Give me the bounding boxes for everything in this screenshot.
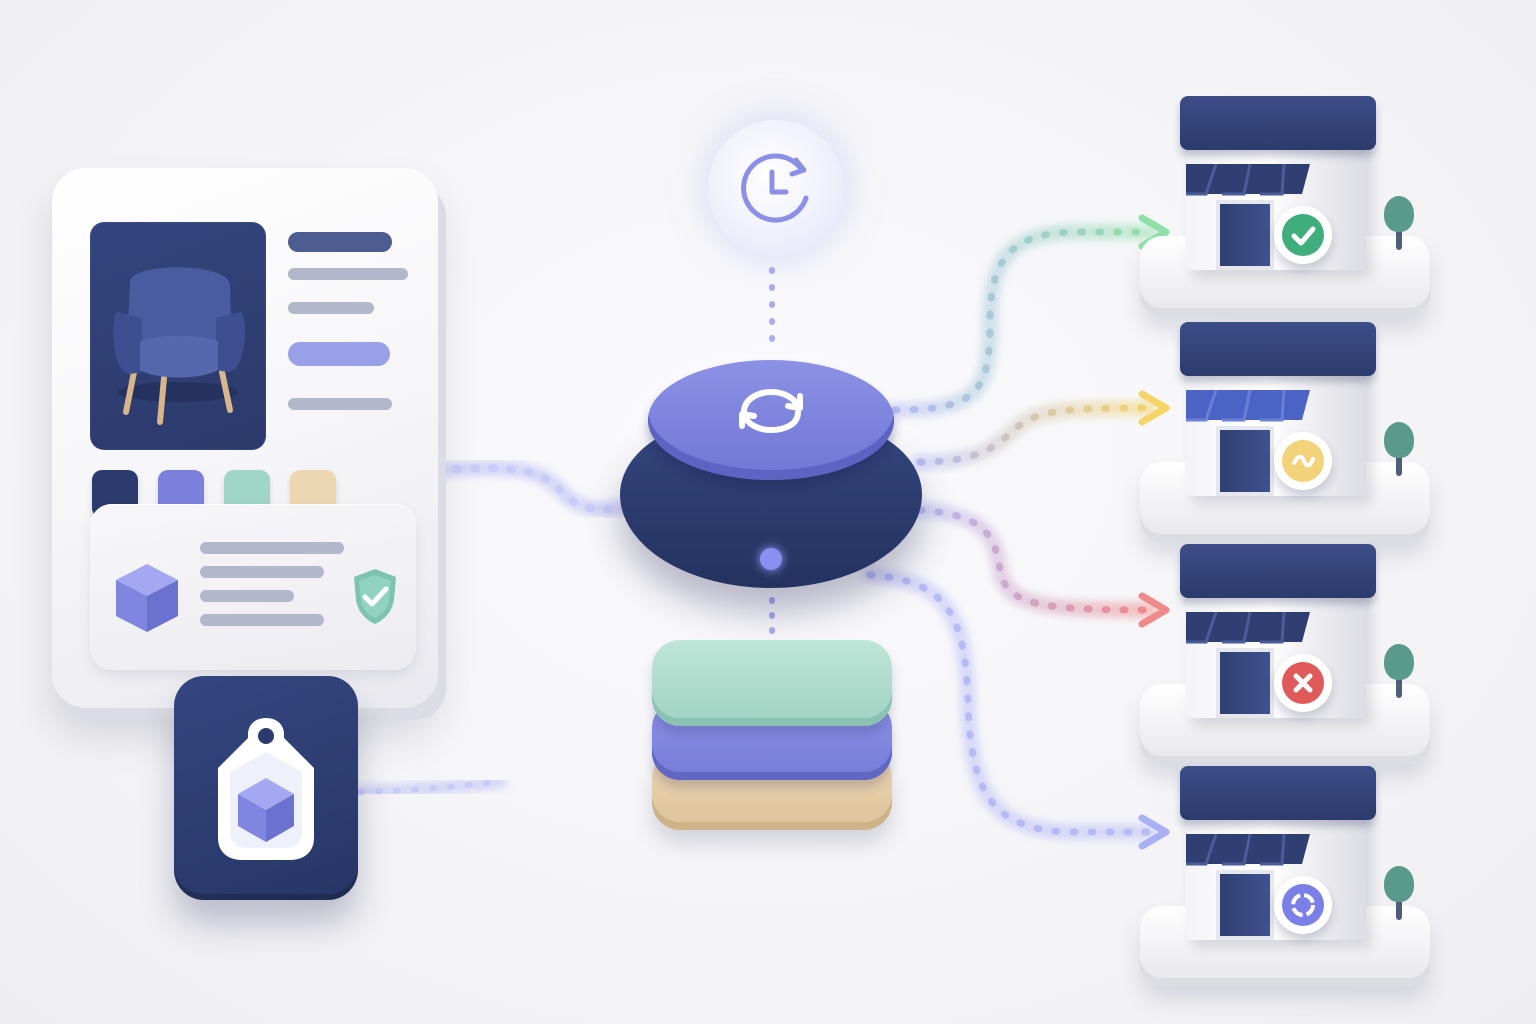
store-awning <box>1186 612 1310 644</box>
storefront-icon <box>1186 366 1366 496</box>
layer-stack-icon <box>652 740 892 742</box>
store-awning <box>1186 390 1310 422</box>
price-tag-icon <box>218 718 314 860</box>
store-roof <box>1180 322 1376 376</box>
store-door <box>1216 870 1274 940</box>
tree-icon <box>1384 866 1414 902</box>
armchair-icon <box>113 267 245 425</box>
x-icon <box>1293 673 1313 693</box>
product-price-bar <box>288 342 390 366</box>
refresh-icon <box>1291 893 1315 917</box>
product-text-line <box>288 302 374 314</box>
connector-hub-store-4 <box>862 567 1170 850</box>
store-door <box>1216 426 1274 496</box>
store-3[interactable] <box>1140 544 1430 774</box>
inventory-text-line <box>200 590 294 602</box>
cube-icon <box>116 564 178 632</box>
store-1[interactable] <box>1140 96 1430 326</box>
store-awning <box>1186 834 1310 866</box>
tree-trunk <box>1396 454 1402 476</box>
shield-check-icon <box>354 569 396 624</box>
stack-layer-mint <box>652 640 892 726</box>
store-roof <box>1180 766 1376 820</box>
connector-tag-hub <box>353 775 507 799</box>
store-door <box>1216 648 1274 718</box>
inventory-text-line <box>200 614 324 626</box>
store-2[interactable] <box>1140 322 1430 552</box>
clock-sync-icon <box>741 153 809 223</box>
tree-icon <box>1384 422 1414 458</box>
storefront-icon <box>1186 588 1366 718</box>
storefront-icon <box>1186 140 1366 270</box>
check-icon <box>1291 226 1316 246</box>
product-title-bar <box>288 232 392 252</box>
hub-status-light <box>760 548 782 570</box>
store-1-status-badge <box>1274 206 1332 264</box>
sync-icon <box>739 388 803 434</box>
store-4[interactable] <box>1140 766 1430 996</box>
inventory-text-line <box>200 542 344 554</box>
store-awning <box>1186 164 1310 196</box>
store-roof <box>1180 544 1376 598</box>
store-door <box>1216 200 1274 270</box>
tree-trunk <box>1396 898 1402 920</box>
product-image <box>90 222 266 450</box>
storefront-icon <box>1186 810 1366 940</box>
tree-icon <box>1384 196 1414 232</box>
store-2-status-badge <box>1274 432 1332 490</box>
connector-hub-store-1 <box>887 214 1170 418</box>
connector-hub-store-3 <box>912 502 1170 628</box>
store-4-status-badge <box>1274 876 1332 934</box>
connector-card-hub <box>430 460 648 518</box>
store-roof <box>1180 96 1376 150</box>
connector-hub-store-2 <box>912 390 1170 470</box>
tree-trunk <box>1396 676 1402 698</box>
store-3-status-badge <box>1274 654 1332 712</box>
tree-icon <box>1384 644 1414 680</box>
sync-hub-button[interactable] <box>648 360 894 480</box>
schedule-bubble[interactable] <box>708 120 844 256</box>
inventory-text-line <box>200 566 324 578</box>
wave-icon <box>1292 454 1315 468</box>
product-text-line <box>288 268 408 280</box>
tree-trunk <box>1396 228 1402 250</box>
product-text-line <box>288 398 392 410</box>
